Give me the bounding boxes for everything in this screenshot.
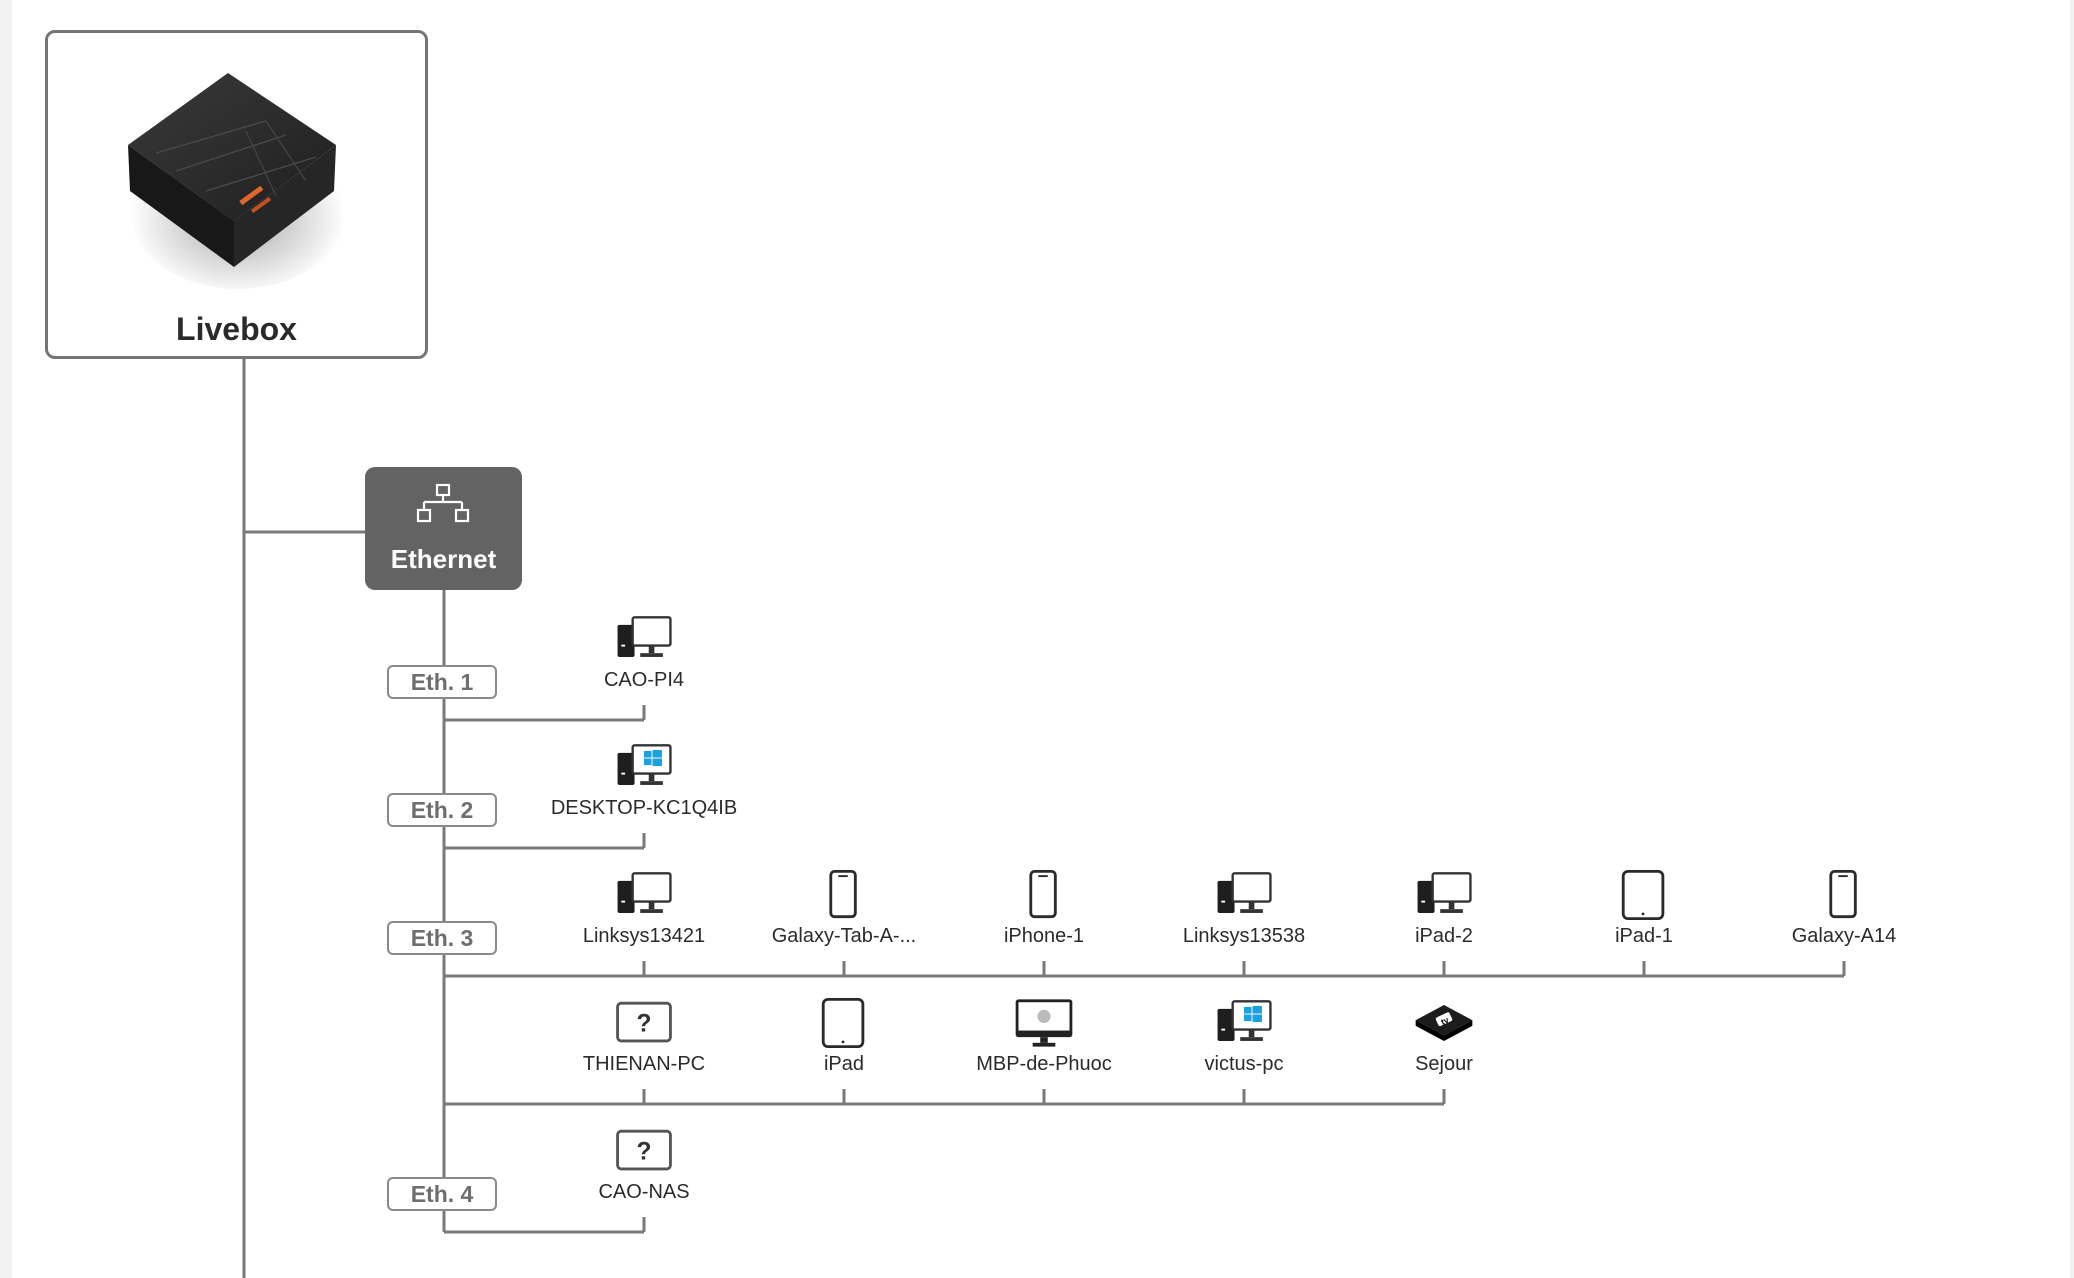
smartphone-icon [1829, 869, 1857, 919]
desktop-icon [1217, 872, 1272, 913]
device-name: Galaxy-A14 [1791, 925, 1897, 947]
device-name: CAO-PI4 [603, 669, 685, 691]
device-name: CAO-NAS [598, 1181, 690, 1203]
unknown-device-icon: ? [616, 1001, 672, 1043]
device-name: THIENAN-PC [582, 1053, 706, 1075]
network-map-canvas: Livebox Ethernet CAO-PI4 Eth. 1 DESKTOP-K… [12, 0, 2070, 1278]
device-name: Linksys13421 [582, 925, 706, 947]
desktop-icon [617, 872, 672, 913]
ethernet-node[interactable]: Ethernet [365, 467, 522, 590]
smartphone-icon [1029, 869, 1057, 919]
device-name: DESKTOP-KC1Q4IB [550, 797, 738, 819]
device-name: MBP-de-Phuoc [976, 1053, 1112, 1075]
port-label-eth-3: Eth. 3 [387, 921, 497, 955]
device-name: Sejour [1415, 1053, 1473, 1075]
device-iphone-1[interactable]: iPhone-1 [944, 868, 1144, 948]
imac-icon [1015, 999, 1073, 1047]
device-ipad[interactable]: iPad [744, 996, 944, 1076]
port-label-eth-4: Eth. 4 [387, 1177, 497, 1211]
port-label-eth-2: Eth. 2 [387, 793, 497, 827]
device-name: victus-pc [1204, 1053, 1284, 1075]
svg-text:tv: tv [1439, 1015, 1450, 1027]
device-linksys13421[interactable]: Linksys13421 [544, 868, 744, 948]
device-victus-pc[interactable]: victus-pc [1144, 996, 1344, 1076]
device-name: Galaxy-Tab-A-... [771, 925, 917, 947]
livebox-gateway-card[interactable]: Livebox [45, 30, 428, 359]
device-linksys13538[interactable]: Linksys13538 [1144, 868, 1344, 948]
connection-lines [242, 359, 1846, 1278]
svg-text:?: ? [637, 1139, 652, 1166]
ethernet-node-label: Ethernet [390, 544, 497, 574]
tablet-icon [821, 997, 865, 1049]
device-desktop-kc1q4ib[interactable]: DESKTOP-KC1Q4IB [544, 740, 744, 820]
device-name: iPad [823, 1053, 865, 1075]
device-ipad-2[interactable]: iPad-2 [1344, 868, 1544, 948]
device-name: iPad-1 [1615, 925, 1673, 947]
svg-text:?: ? [637, 1011, 652, 1038]
device-ipad-1[interactable]: iPad-1 [1544, 868, 1744, 948]
desktop-icon [1417, 872, 1472, 913]
livebox-title: Livebox [176, 311, 297, 347]
smartphone-icon [829, 869, 857, 919]
port-label-eth-1: Eth. 1 [387, 665, 497, 699]
windows-desktop-icon [1217, 1000, 1272, 1041]
tablet-icon [1621, 869, 1665, 921]
device-galaxy-tab-a[interactable]: Galaxy-Tab-A-... [744, 868, 944, 948]
windows-desktop-icon [617, 744, 672, 785]
device-cao-pi4[interactable]: CAO-PI4 [544, 612, 744, 692]
device-name: Linksys13538 [1182, 925, 1306, 947]
device-thienan-pc[interactable]: ? THIENAN-PC [544, 996, 744, 1076]
apple-tv-icon: tv [1415, 1005, 1473, 1041]
device-cao-nas[interactable]: ? CAO-NAS [544, 1124, 744, 1204]
network-topology-icon [416, 483, 470, 523]
desktop-icon [617, 616, 672, 657]
device-name: iPad-2 [1415, 925, 1473, 947]
unknown-device-icon: ? [616, 1129, 672, 1171]
device-name: iPhone-1 [1003, 925, 1085, 947]
device-mbp-de-phuoc[interactable]: MBP-de-Phuoc [944, 996, 1144, 1076]
device-galaxy-a14[interactable]: Galaxy-A14 [1744, 868, 1944, 948]
livebox-router-image [128, 73, 346, 289]
